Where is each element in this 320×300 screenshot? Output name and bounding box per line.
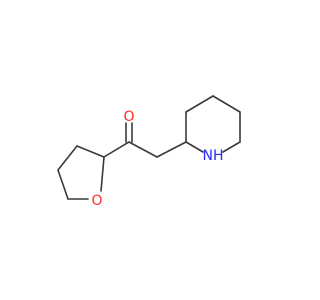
bond-c3p-c4p: [185, 95, 214, 113]
bond-c2-c3: [76, 145, 105, 158]
chemical-structure: O O NH: [57, 95, 241, 209]
piperidine-ring: [185, 95, 241, 153]
bond-c4-c5: [57, 169, 69, 200]
bond-c3-c4: [57, 145, 78, 171]
bond-o-c2: [100, 156, 105, 192]
oxolane-ring: [57, 145, 105, 200]
bond-c2-carbonyl: [103, 141, 130, 158]
bond-c4p-c5p: [212, 95, 241, 113]
bond-n-c2p: [185, 141, 204, 153]
bond-ch2-piperidine: [156, 141, 187, 158]
ring-oxygen-label: O: [91, 193, 102, 209]
ketone-linker: [103, 122, 187, 158]
carbonyl-oxygen-label: O: [123, 109, 134, 125]
bond-carbonyl-ch2: [128, 141, 158, 158]
ring-nitrogen-label: NH: [203, 148, 224, 164]
bond-c6p-n: [222, 141, 241, 153]
